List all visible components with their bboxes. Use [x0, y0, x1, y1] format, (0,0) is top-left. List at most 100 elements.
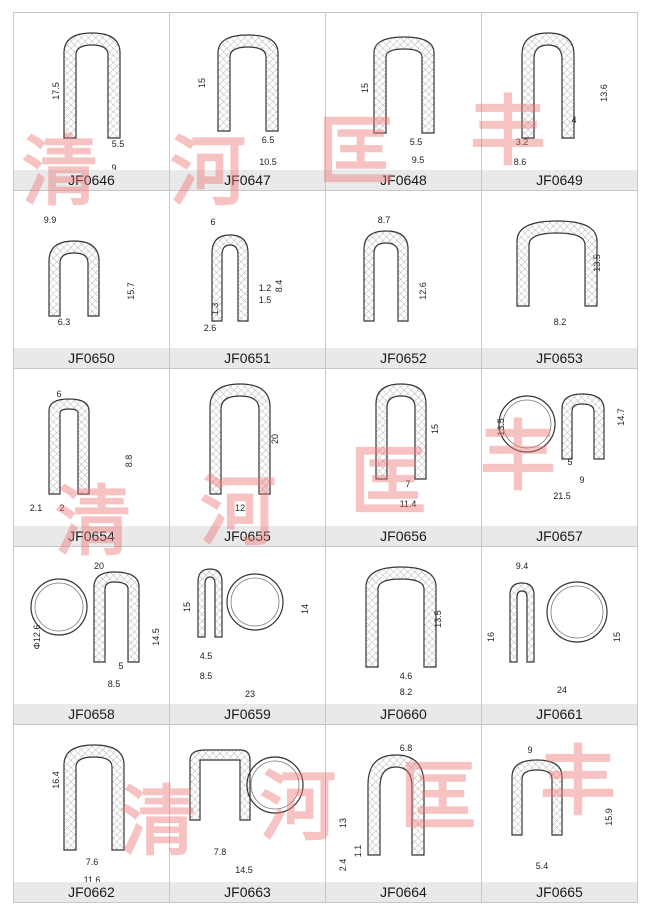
seal-profile-shape [365, 566, 437, 668]
profile-drawing: 915.95.4 [511, 745, 614, 871]
seal-profile-shape [189, 749, 304, 821]
seal-profile-shape [498, 393, 605, 460]
dimension-label: 12 [235, 503, 245, 513]
dimension-label: 9 [527, 745, 532, 755]
dimension-label: 9.9 [44, 215, 57, 225]
seal-profile-shape [48, 398, 90, 495]
seal-profile-shape [521, 32, 575, 139]
dimension-label: 14.5 [235, 865, 253, 875]
dimension-label: 1.1 [353, 845, 363, 858]
dimension-label: 20 [94, 561, 104, 571]
dimension-label: 24 [557, 685, 567, 695]
product-code: JF0657 [482, 526, 637, 546]
product-code: JF0650 [14, 348, 169, 368]
seal-profile-shape [217, 34, 279, 132]
dimension-label: 1.5 [259, 295, 272, 305]
dimension-label: 2 [59, 503, 64, 513]
product-code: JF0646 [14, 170, 169, 190]
dimension-label: 21.5 [553, 491, 571, 501]
seal-profile-shape [509, 581, 608, 663]
product-code: JF0665 [482, 882, 637, 902]
dimension-label: 16 [486, 632, 496, 642]
profile-drawing: 13.54.68.2 [365, 566, 443, 697]
dimension-label: 8.5 [108, 679, 121, 689]
product-code: JF0649 [482, 170, 637, 190]
seal-profile-shape [30, 571, 140, 663]
dimension-label: 1.3 [210, 303, 220, 316]
dimension-label: 10.5 [259, 157, 277, 167]
profile-drawing: 68.41.21.51.32.6 [204, 217, 284, 333]
dimension-label: 4 [571, 115, 576, 125]
dimension-label: 6.3 [58, 317, 71, 327]
dimension-label: 3.2 [516, 137, 529, 147]
dimension-label: 15 [360, 83, 370, 93]
dimension-label: 4.6 [400, 671, 413, 681]
profile-drawing: 8.712.6 [363, 215, 428, 322]
dimension-label: 5.5 [410, 137, 423, 147]
seal-profile-shape [48, 240, 100, 317]
seal-profile-shape [63, 32, 121, 139]
seal-profile-shape [363, 230, 409, 322]
dimension-label: 13.5 [433, 610, 443, 628]
product-code: JF0652 [326, 348, 481, 368]
dimension-label: 7.6 [86, 857, 99, 867]
seal-profile-shape [63, 744, 125, 851]
product-code: JF0648 [326, 170, 481, 190]
profile-drawing: 7.814.5 [189, 749, 304, 875]
profile-drawing: 9.9 15.7 6.3 [44, 215, 136, 327]
dimension-label: 9.4 [516, 561, 529, 571]
profile-drawing: 13.643.28.6 [514, 32, 609, 167]
dimension-label: 13.5 [592, 254, 602, 272]
product-code: JF0658 [14, 704, 169, 724]
profile-drawing: 155.59.5 [360, 36, 435, 165]
dimension-label: 14.5 [151, 628, 161, 646]
dimension-label: 15.7 [126, 282, 136, 300]
dimension-label: 2.6 [204, 323, 217, 333]
dimension-label: 6.8 [400, 743, 413, 753]
dimension-label: 14.7 [616, 408, 626, 426]
dimension-label: 15 [182, 602, 192, 612]
product-code: JF0663 [170, 882, 325, 902]
dimension-label: 9 [111, 163, 116, 171]
dimension-label: 2.1 [30, 503, 43, 513]
product-code: JF0647 [170, 170, 325, 190]
seal-profile-shape [373, 36, 435, 134]
profile-drawing: 156.510.5 [197, 34, 279, 167]
dimension-label: 9 [579, 475, 584, 485]
dimension-label: 8.4 [274, 280, 284, 293]
dimension-label: 8.5 [200, 671, 213, 681]
dimension-label: 11.4 [400, 499, 417, 509]
dimension-label: 15.9 [604, 808, 614, 826]
product-code: JF0651 [170, 348, 325, 368]
seal-profile-shape [209, 383, 271, 495]
dimension-label: 15 [197, 78, 207, 88]
product-code: JF0660 [326, 704, 481, 724]
dimension-label: 15 [430, 424, 440, 434]
dimension-label: 20 [270, 434, 280, 444]
dimension-label: 8.7 [378, 215, 391, 225]
